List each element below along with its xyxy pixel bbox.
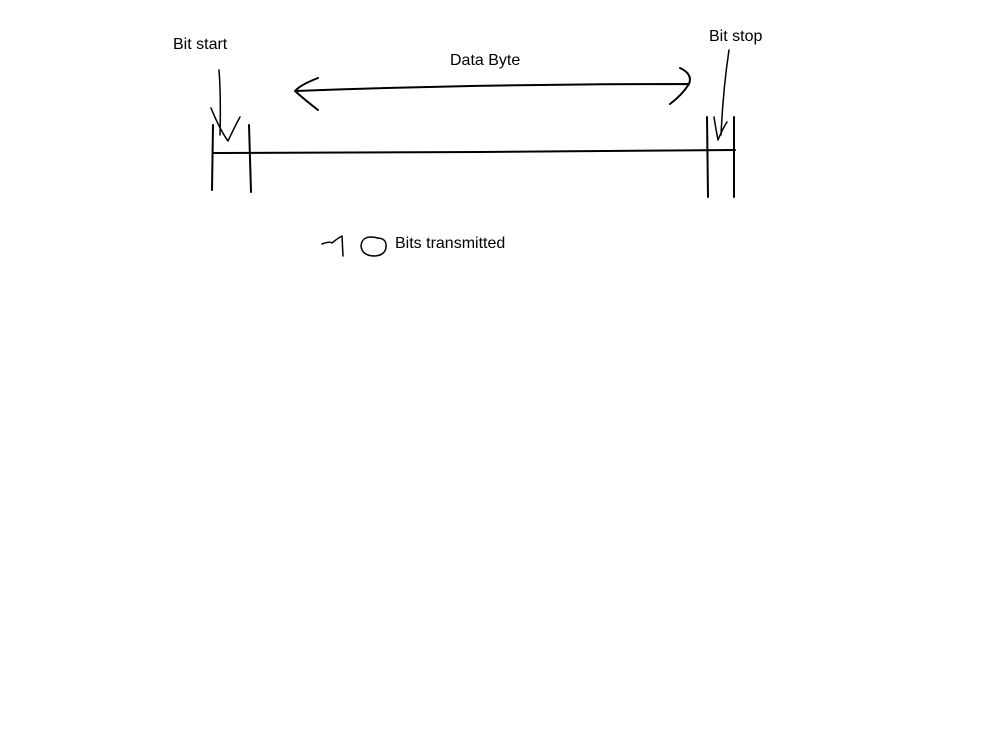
stop-bit-left-boundary <box>706 116 709 198</box>
bit-start-arrow-icon <box>210 69 241 142</box>
handwritten-one <box>321 235 344 257</box>
handwritten-zero <box>360 236 387 257</box>
bit-stop-arrow-icon <box>713 49 730 141</box>
frame-baseline <box>212 149 736 154</box>
bits-transmitted-label: Bits transmitted <box>395 235 506 252</box>
start-bit-left-boundary <box>211 124 214 191</box>
data-byte-label: Data Byte <box>450 52 521 69</box>
bit-start-label: Bit start <box>173 36 228 53</box>
start-bit-right-boundary <box>248 124 252 193</box>
bit-stop-label: Bit stop <box>709 28 763 45</box>
data-byte-arrow-icon <box>294 67 691 111</box>
